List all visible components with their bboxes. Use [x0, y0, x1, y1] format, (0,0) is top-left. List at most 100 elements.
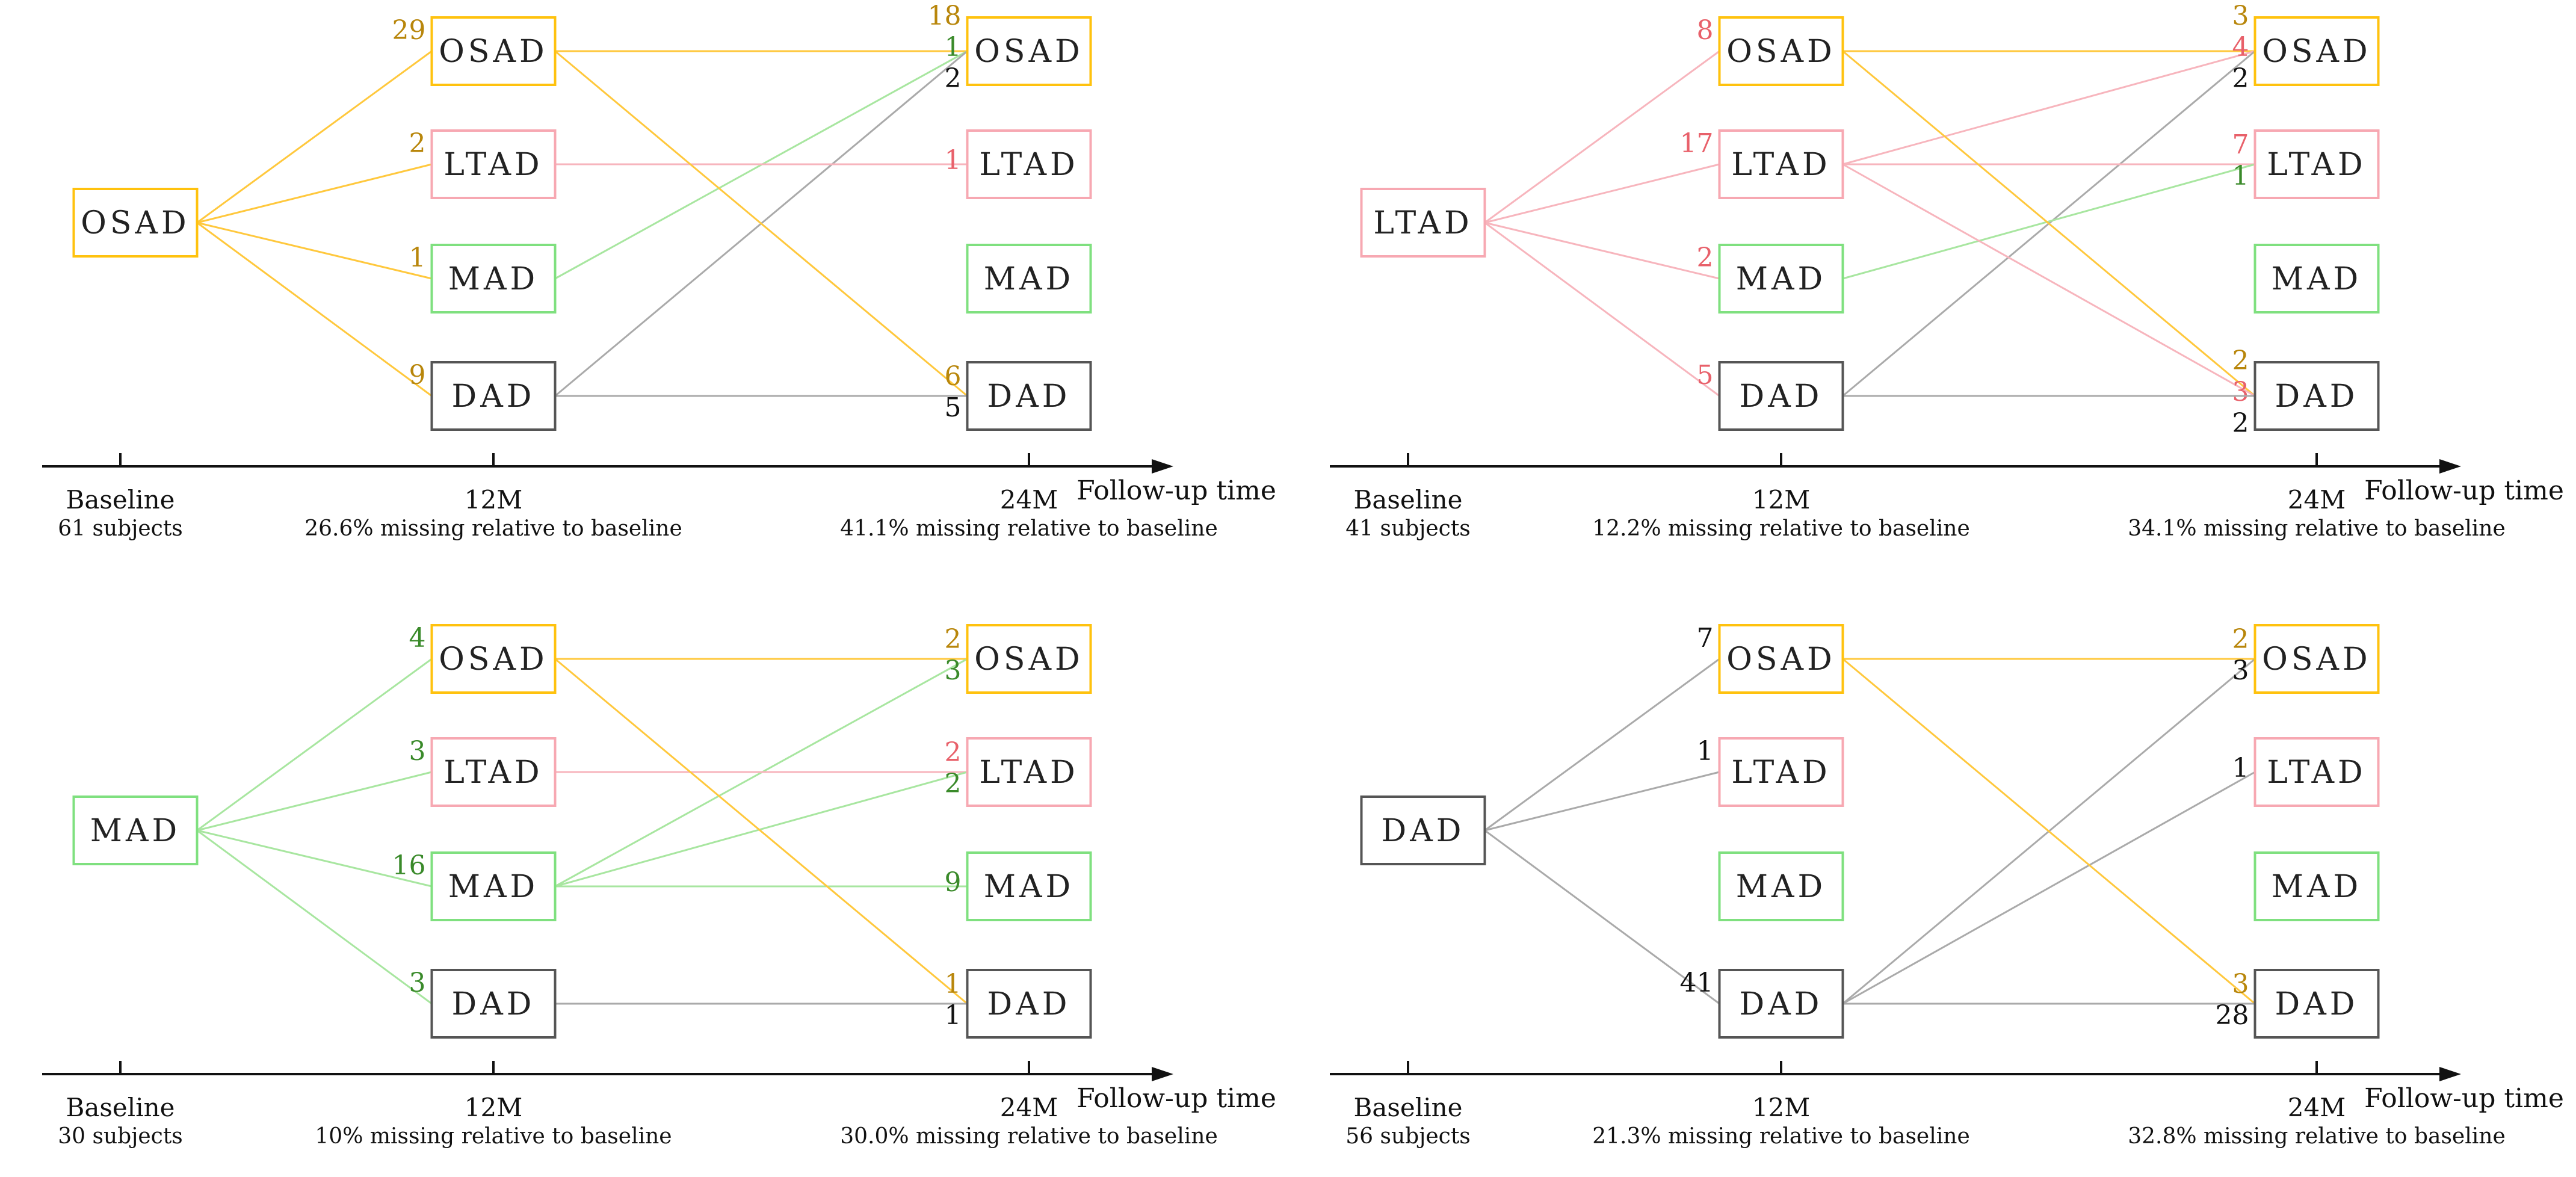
node-label-m12-dad: DAD — [1740, 378, 1823, 415]
axis-label-base: Baseline — [66, 1093, 175, 1122]
node-m24-mad — [2253, 851, 2380, 921]
count-12m-osad: 4 — [409, 623, 426, 653]
node-m24-osad — [966, 16, 1092, 86]
axis-label-base: Baseline — [1353, 1093, 1462, 1122]
axis-caption-m24: 30.0% missing relative to baseline — [840, 1124, 1218, 1149]
edge-baseline-to-12m-dad — [1484, 829, 1720, 1005]
node-label-m24-ltad: LTAD — [2267, 755, 2366, 791]
count-24m-dad-to-osad: 3 — [2232, 655, 2249, 686]
count-24m-osad-to-dad: 3 — [2232, 969, 2249, 999]
axis-caption-m12: 12.2% missing relative to baseline — [1592, 516, 1970, 541]
axis-arrowhead — [2439, 1067, 2461, 1081]
axis-caption-base: 61 subjects — [58, 516, 183, 541]
edge-12m-ltad-to-24m-dad — [1842, 163, 2256, 397]
node-label-m12-mad: MAD — [1736, 869, 1827, 905]
node-m12-dad — [1718, 361, 1844, 431]
edge-baseline-to-12m-osad — [196, 50, 433, 224]
node-m24-dad — [966, 361, 1092, 431]
count-12m-dad: 41 — [1680, 968, 1714, 998]
count-24m-mad-to-ltad: 2 — [945, 768, 962, 799]
count-12m-ltad: 2 — [409, 128, 426, 159]
node-m12-ltad — [430, 129, 557, 199]
axis-label-m24: 24M — [1000, 1093, 1058, 1122]
node-label-m12-osad: OSAD — [1726, 641, 1836, 678]
edge-12m-mad-to-24m-ltad — [1842, 163, 2255, 280]
count-12m-ltad: 17 — [1680, 128, 1714, 159]
axis-caption-base: 41 subjects — [1345, 516, 1471, 541]
count-12m-ltad: 3 — [409, 736, 426, 767]
count-12m-mad: 2 — [1697, 243, 1714, 273]
node-m12-osad — [1718, 624, 1844, 694]
axis-caption-m24: 41.1% missing relative to baseline — [840, 516, 1218, 541]
node-m24-osad — [966, 624, 1092, 694]
edge-12m-mad-to-24m-ltad — [555, 771, 968, 888]
node-m12-osad — [1718, 16, 1844, 86]
node-base-dad — [1360, 795, 1486, 865]
count-24m-osad-to-osad: 2 — [945, 624, 962, 655]
node-m12-mad — [430, 851, 557, 921]
node-m24-ltad — [966, 129, 1092, 199]
edge-12m-osad-to-24m-dad — [1842, 50, 2256, 397]
node-label-m12-mad: MAD — [448, 261, 539, 297]
axis-caption-m24: 34.1% missing relative to baseline — [2128, 516, 2506, 541]
count-24m-ltad-to-ltad: 2 — [945, 737, 962, 768]
node-m12-dad — [430, 361, 557, 431]
count-12m-osad: 29 — [392, 15, 426, 46]
axis-label-base: Baseline — [1353, 485, 1462, 514]
axis-caption-m24: 32.8% missing relative to baseline — [2128, 1124, 2506, 1149]
count-24m-ltad-to-dad: 3 — [2232, 377, 2249, 407]
node-m24-mad — [966, 244, 1092, 314]
axis-label-m24: 24M — [2288, 1093, 2346, 1122]
axis-arrowhead — [1152, 1067, 1173, 1081]
follow-up-time-label: Follow-up time — [2364, 1083, 2564, 1114]
node-label-base-osad: OSAD — [81, 205, 190, 241]
axis-label-m12: 12M — [1752, 1093, 1810, 1122]
axis-arrowhead — [2439, 459, 2461, 474]
node-label-m12-dad: DAD — [1740, 986, 1823, 1022]
node-m24-ltad — [966, 737, 1092, 807]
follow-up-time-label: Follow-up time — [1076, 475, 1276, 506]
node-m12-ltad — [1718, 129, 1844, 199]
node-m12-ltad — [430, 737, 557, 807]
edge-baseline-to-12m-ltad — [1484, 163, 1720, 224]
node-label-m24-dad: DAD — [987, 986, 1071, 1022]
count-24m-osad-to-dad: 1 — [945, 969, 962, 999]
node-m12-mad — [1718, 851, 1844, 921]
count-24m-osad-to-osad: 3 — [2232, 1, 2249, 31]
edge-baseline-to-12m-ltad — [1484, 771, 1720, 832]
node-m24-dad — [966, 969, 1092, 1039]
node-label-m24-mad: MAD — [984, 261, 1075, 297]
node-label-m24-mad: MAD — [2272, 869, 2362, 905]
count-12m-dad: 3 — [409, 968, 426, 998]
axis-label-base: Baseline — [66, 485, 175, 514]
node-label-m12-ltad: LTAD — [1731, 147, 1830, 183]
node-m12-mad — [430, 244, 557, 314]
node-label-base-dad: DAD — [1382, 813, 1465, 849]
follow-up-time-label: Follow-up time — [1076, 1083, 1276, 1114]
axis-caption-m12: 21.3% missing relative to baseline — [1592, 1124, 1970, 1149]
edge-12m-osad-to-24m-dad — [554, 658, 968, 1005]
node-m24-ltad — [2253, 737, 2380, 807]
node-label-m12-ltad: LTAD — [443, 755, 543, 791]
node-base-mad — [72, 795, 199, 865]
node-label-m24-dad: DAD — [987, 378, 1071, 415]
node-label-m12-mad: MAD — [448, 869, 539, 905]
node-label-m12-osad: OSAD — [439, 641, 548, 678]
count-24m-dad-to-dad: 1 — [945, 1000, 962, 1031]
edge-baseline-to-12m-dad — [196, 829, 433, 1005]
follow-up-time-label: Follow-up time — [2364, 475, 2564, 506]
node-label-m12-dad: DAD — [452, 378, 536, 415]
count-24m-dad-to-osad: 2 — [2232, 63, 2249, 94]
edge-baseline-to-12m-ltad — [197, 771, 432, 832]
count-24m-ltad-to-ltad: 7 — [2232, 129, 2249, 160]
node-m12-ltad — [1718, 737, 1844, 807]
edge-12m-dad-to-24m-ltad — [1842, 771, 2256, 1005]
node-label-m12-osad: OSAD — [439, 34, 548, 70]
node-m24-mad — [2253, 244, 2380, 314]
node-label-m12-dad: DAD — [452, 986, 536, 1022]
edge-baseline-to-12m-osad — [1484, 50, 1720, 224]
node-m12-osad — [430, 16, 557, 86]
